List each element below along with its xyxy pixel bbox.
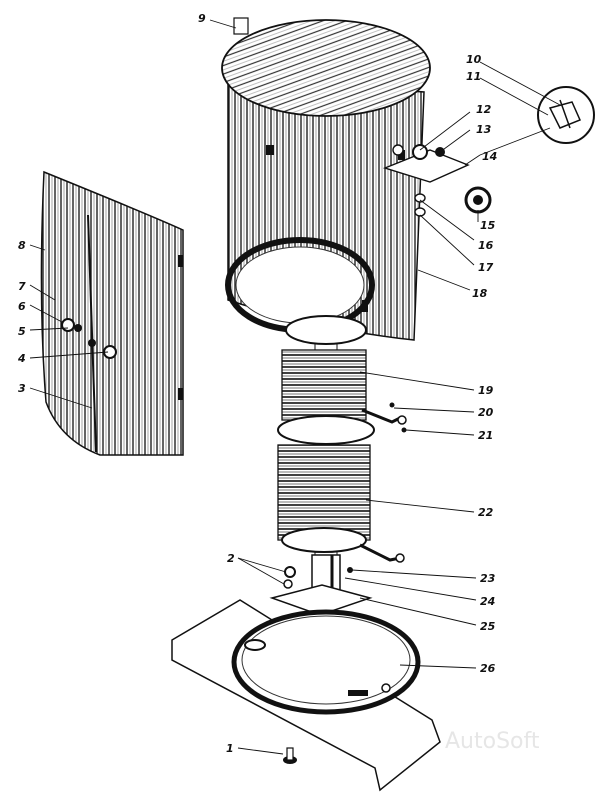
callout-15: 15 bbox=[480, 219, 496, 232]
leader-lines bbox=[29, 19, 561, 755]
callout-25: 25 bbox=[480, 620, 496, 633]
callout-2: 2 bbox=[227, 552, 235, 565]
callout-3: 3 bbox=[18, 382, 26, 395]
callout-16: 16 bbox=[478, 239, 494, 252]
callout-5: 5 bbox=[18, 325, 26, 338]
callout-7: 7 bbox=[18, 280, 26, 293]
callout-24: 24 bbox=[480, 595, 495, 608]
callout-8: 8 bbox=[18, 239, 26, 252]
callout-21: 21 bbox=[478, 429, 493, 442]
callout-14: 14 bbox=[482, 150, 497, 163]
shield-panel bbox=[40, 170, 184, 456]
callout-13: 13 bbox=[476, 123, 492, 136]
callout-12: 12 bbox=[476, 103, 492, 116]
bolt-1 bbox=[283, 747, 297, 764]
callout-10: 10 bbox=[466, 53, 482, 66]
callout-18: 18 bbox=[472, 287, 488, 300]
callout-9: 9 bbox=[198, 12, 206, 25]
mounting-post bbox=[269, 554, 373, 616]
callout-23: 23 bbox=[480, 572, 496, 585]
callout-6: 6 bbox=[18, 300, 26, 313]
base-tray bbox=[231, 609, 421, 715]
callout-4: 4 bbox=[17, 352, 26, 365]
callout-labels: 9 10 11 12 13 14 15 16 17 18 8 7 6 5 4 3… bbox=[17, 12, 497, 755]
callout-11: 11 bbox=[466, 70, 481, 83]
resistor-stack bbox=[277, 315, 407, 563]
callout-1: 1 bbox=[226, 742, 234, 755]
nut-15 bbox=[464, 186, 492, 214]
callout-22: 22 bbox=[478, 506, 494, 519]
detail-circle bbox=[537, 86, 595, 144]
housing-cylinder bbox=[221, 17, 431, 341]
callout-20: 20 bbox=[478, 406, 494, 419]
callout-17: 17 bbox=[478, 261, 494, 274]
terminal-bracket bbox=[382, 144, 470, 217]
callout-19: 19 bbox=[478, 384, 494, 397]
callout-26: 26 bbox=[480, 662, 496, 675]
watermark-text: AutoSoft bbox=[445, 729, 540, 754]
